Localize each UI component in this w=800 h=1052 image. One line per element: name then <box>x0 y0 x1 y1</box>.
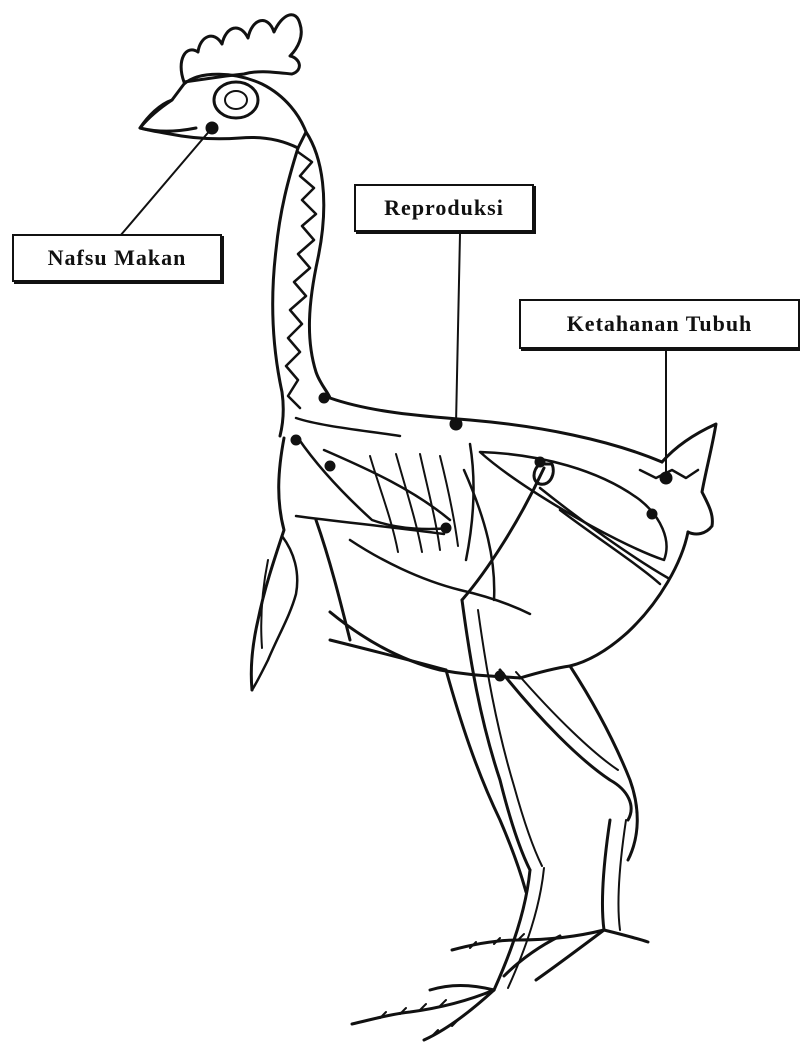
eye-orbit <box>214 82 258 118</box>
rib-2 <box>396 454 422 552</box>
rib-1 <box>370 456 398 552</box>
label-appetite-text: Nafsu Makan <box>48 245 187 271</box>
leader-appetite <box>120 128 212 236</box>
shank-outline <box>570 666 637 860</box>
coracoid-bone <box>466 444 473 560</box>
left-toe-back <box>430 986 494 991</box>
belly-outline <box>570 532 688 666</box>
neck-outline-front <box>306 132 330 398</box>
neck-outline-back <box>273 148 298 436</box>
label-immunity-text: Ketahanan Tubuh <box>567 311 753 337</box>
right-toe-back <box>604 930 648 942</box>
marker-joint-shoulder <box>320 394 328 402</box>
right-shank <box>602 820 610 930</box>
marker-joint-elbow <box>326 462 334 470</box>
vertebrae-chain <box>286 152 316 408</box>
marker-joint-sternum <box>442 524 450 532</box>
belly-lower-outline <box>520 666 570 678</box>
rib-3 <box>420 454 440 550</box>
marker-joint-knee <box>496 672 504 680</box>
label-reproduction: Reproduksi <box>354 184 534 232</box>
underbody-outline <box>330 612 520 678</box>
right-tibia <box>500 670 631 820</box>
label-reproduction-text: Reproduksi <box>384 195 504 221</box>
beak-outline <box>140 100 196 131</box>
leader-reproduction <box>456 234 460 424</box>
label-appetite: Nafsu Makan <box>12 234 222 282</box>
marker-joint-hip <box>536 458 544 466</box>
wing-tip <box>261 560 268 648</box>
shoulder-outline <box>296 418 400 436</box>
pelvis-outline <box>480 452 667 560</box>
keel-outline <box>316 520 350 640</box>
left-tibia <box>462 600 530 870</box>
eye-inner <box>225 91 247 109</box>
comb-outline <box>181 15 301 82</box>
marker-joint-wing <box>292 436 300 444</box>
label-immunity: Ketahanan Tubuh <box>519 299 800 349</box>
thigh-outline <box>446 670 526 892</box>
marker-joint-pubis <box>648 510 656 518</box>
flank-outline <box>330 640 446 670</box>
ischium-bone <box>560 510 660 584</box>
sternum-outline <box>350 540 530 614</box>
right-shank-inner <box>618 820 626 930</box>
left-shank-inner <box>508 868 544 988</box>
